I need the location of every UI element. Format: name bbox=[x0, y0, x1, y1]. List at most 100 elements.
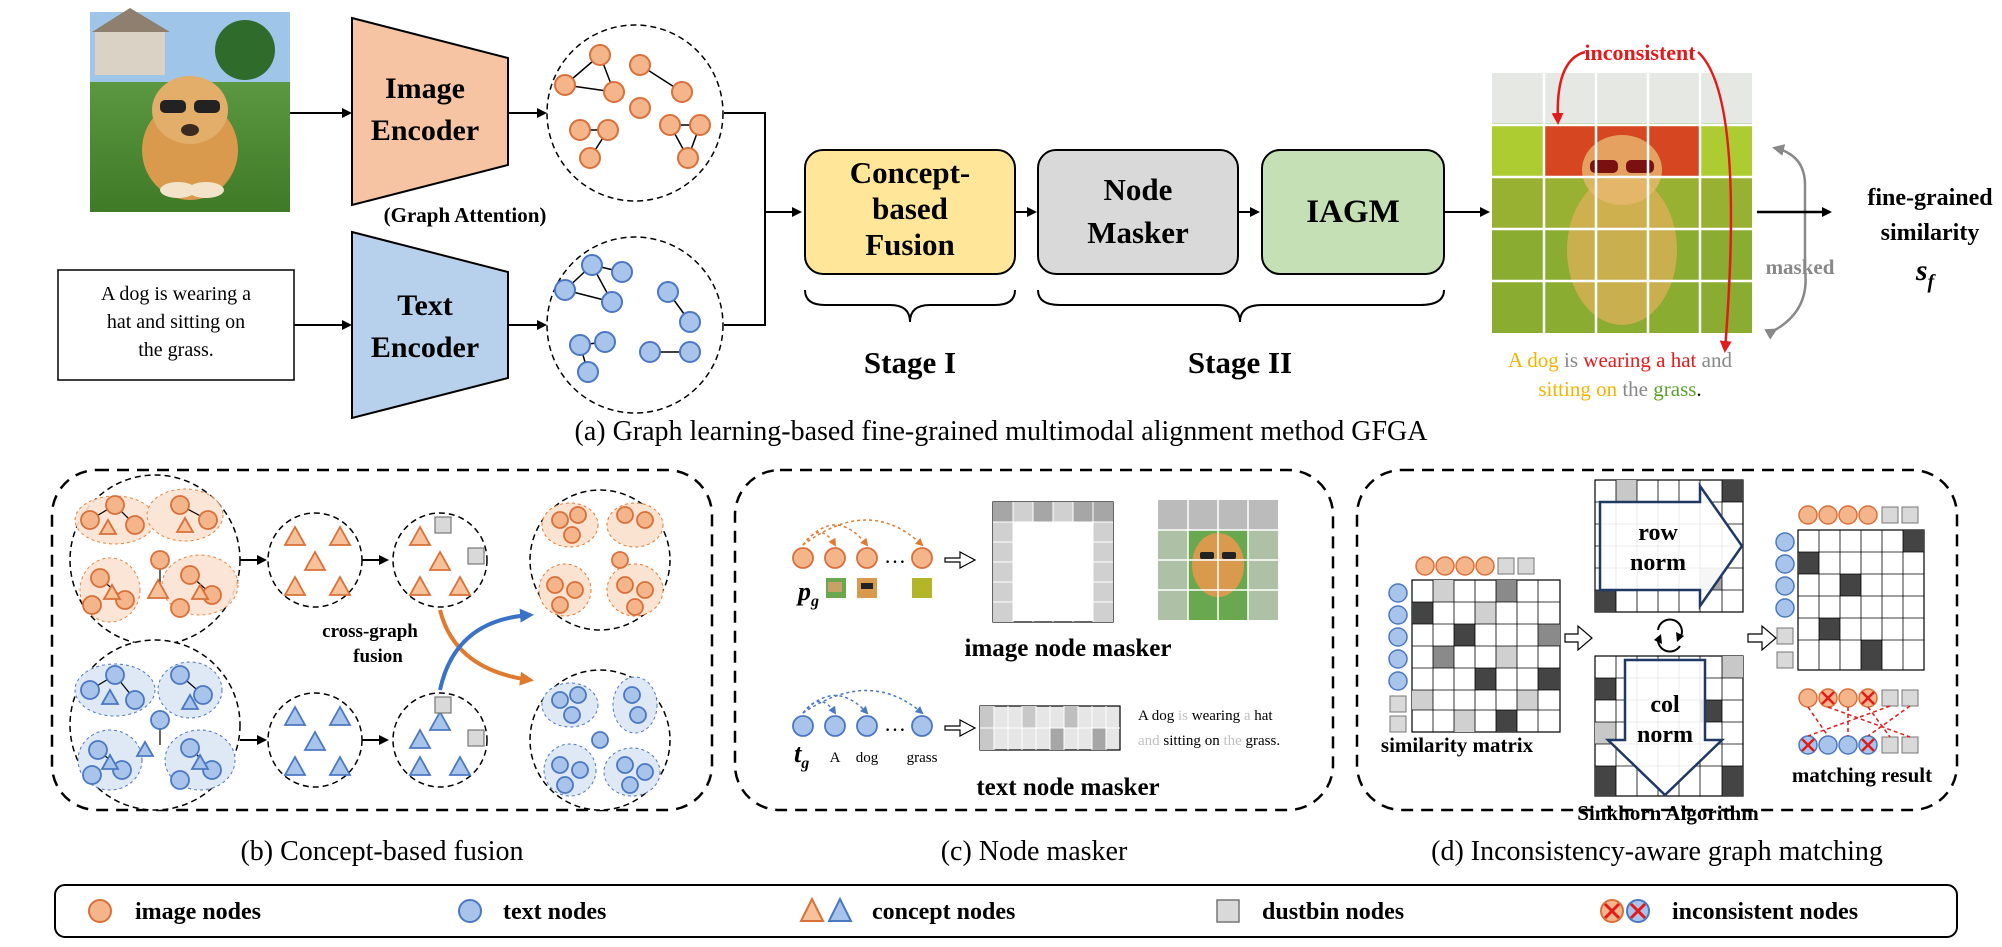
text-node bbox=[611, 261, 633, 283]
input-caption-line: hat and sitting on bbox=[107, 311, 245, 333]
text-graph bbox=[546, 236, 724, 414]
text-node bbox=[679, 311, 701, 333]
image-node bbox=[659, 114, 681, 136]
panel-c: … pg bbox=[733, 468, 1335, 867]
result-matrix bbox=[1775, 505, 1925, 671]
inconsistent-label: inconsistent bbox=[1584, 40, 1696, 65]
similarity-matrix-graphic bbox=[1388, 556, 1561, 733]
sinkhorn-label: Sinkhorn Algorithm bbox=[1577, 801, 1759, 825]
node-word: grass bbox=[907, 750, 938, 766]
caption-b: (b) Concept-based fusion bbox=[240, 836, 523, 867]
node-masker-label: Masker bbox=[1087, 215, 1189, 250]
text-mask-strip bbox=[979, 705, 1121, 751]
legend-dustbin-icon bbox=[1216, 899, 1240, 923]
stage1-label: Stage I bbox=[864, 345, 956, 380]
caption-c: (c) Node masker bbox=[941, 836, 1128, 867]
image-encoder-label: Encoder bbox=[371, 114, 479, 147]
input-caption-line: the grass. bbox=[138, 339, 214, 361]
t-g-symbol: tg bbox=[794, 739, 809, 772]
graph-attention-label: (Graph Attention) bbox=[384, 203, 547, 227]
text-node bbox=[581, 254, 603, 276]
legend-inconsistent-nodes: inconsistent nodes bbox=[1672, 899, 1858, 925]
caption-d: (d) Inconsistency-aware graph matching bbox=[1431, 836, 1883, 867]
legend-image-node-icon bbox=[88, 899, 112, 923]
inconsistent-arrow bbox=[1551, 50, 1586, 125]
image-node bbox=[689, 114, 711, 136]
similarity-symbol: sf bbox=[1915, 254, 1937, 293]
cross-graph-label: cross-graph bbox=[322, 621, 418, 642]
image-node bbox=[603, 81, 625, 103]
image-node bbox=[677, 147, 699, 169]
concept-fusion-label: based bbox=[872, 191, 948, 226]
image-node-masker-label: image node masker bbox=[965, 635, 1172, 662]
image-node bbox=[589, 44, 611, 66]
row-norm-label: row bbox=[1638, 520, 1678, 546]
stage1-brace bbox=[804, 289, 1016, 323]
col-norm-matrix bbox=[1594, 655, 1744, 797]
legend-concept-triangle-blue bbox=[827, 896, 853, 922]
image-node bbox=[579, 147, 601, 169]
node-masker-box bbox=[1037, 149, 1239, 275]
image-node bbox=[629, 97, 651, 119]
legend: image nodes text nodes concept nodes dus… bbox=[54, 884, 1958, 938]
text-node bbox=[594, 331, 616, 353]
matching-result-graphic bbox=[1798, 688, 1919, 755]
iagm-label: IAGM bbox=[1306, 194, 1400, 230]
legend-concept-nodes: concept nodes bbox=[872, 899, 1015, 925]
panel-a: A dog is wearing a hat and sitting on th… bbox=[57, 8, 1993, 447]
caption-a: (a) Graph learning-based fine-grained mu… bbox=[575, 416, 1429, 447]
output-label: fine-grained bbox=[1867, 185, 1993, 211]
col-norm-label: norm bbox=[1637, 722, 1693, 748]
stage2-label: Stage II bbox=[1188, 345, 1292, 380]
p-g-symbol: pg bbox=[796, 577, 819, 610]
masked-sentence-line1: A dog is wearing a hat bbox=[1138, 708, 1273, 724]
concept-fusion-label: Fusion bbox=[865, 227, 955, 262]
image-encoder bbox=[351, 16, 509, 207]
image-node bbox=[671, 81, 693, 103]
image-node bbox=[569, 119, 591, 141]
legend-dustbin-nodes: dustbin nodes bbox=[1262, 899, 1404, 925]
image-mask-matrix bbox=[992, 501, 1114, 623]
image-node bbox=[597, 119, 619, 141]
matching-result-label: matching result bbox=[1792, 763, 1932, 787]
text-encoder bbox=[351, 230, 509, 420]
output-label: similarity bbox=[1881, 220, 1980, 246]
cross-graph-label: fusion bbox=[353, 646, 403, 667]
legend-text-nodes: text nodes bbox=[503, 899, 606, 925]
text-node bbox=[577, 361, 599, 383]
text-node bbox=[569, 334, 591, 356]
legend-inconsistent-icon bbox=[1600, 899, 1650, 923]
image-node bbox=[629, 54, 651, 76]
row-norm-label: norm bbox=[1630, 550, 1686, 576]
text-encoder-label: Encoder bbox=[371, 331, 479, 364]
text-node bbox=[639, 341, 661, 363]
similarity-matrix-label: similarity matrix bbox=[1381, 733, 1534, 757]
text-encoder-label: Text bbox=[397, 289, 453, 322]
image-encoder-label: Image bbox=[385, 72, 465, 105]
concept-fusion-label: Concept- bbox=[850, 155, 971, 190]
colored-sentence-line2: sitting on the grass. bbox=[1538, 377, 1701, 401]
inconsistent-arrow bbox=[1697, 51, 1733, 353]
node-word: dog bbox=[856, 750, 879, 766]
stage2-brace bbox=[1037, 289, 1445, 323]
text-node bbox=[601, 291, 623, 313]
ellipsis: … bbox=[884, 711, 906, 736]
masked-dog-thumbnail bbox=[1158, 500, 1278, 620]
text-node-masker-label: text node masker bbox=[976, 774, 1159, 801]
cycle-icon bbox=[1654, 618, 1684, 653]
image-graph bbox=[546, 24, 724, 202]
text-node bbox=[657, 281, 679, 303]
colored-sentence-line1: A dog is wearing a hat and bbox=[1508, 348, 1732, 372]
legend-text-node-icon bbox=[458, 899, 482, 923]
panel-d: similarity matrix row norm bbox=[1355, 468, 1959, 867]
text-node bbox=[554, 279, 576, 301]
panel-b: cross-graph fusion (b) Concept-based fus… bbox=[50, 468, 714, 867]
legend-image-nodes: image nodes bbox=[135, 899, 261, 925]
input-image bbox=[90, 8, 290, 212]
legend-concept-triangle-orange bbox=[799, 896, 825, 922]
ellipsis: … bbox=[884, 543, 906, 568]
masked-arrow bbox=[1764, 144, 1807, 340]
masked-label: masked bbox=[1766, 255, 1835, 279]
input-caption-box bbox=[57, 269, 295, 381]
